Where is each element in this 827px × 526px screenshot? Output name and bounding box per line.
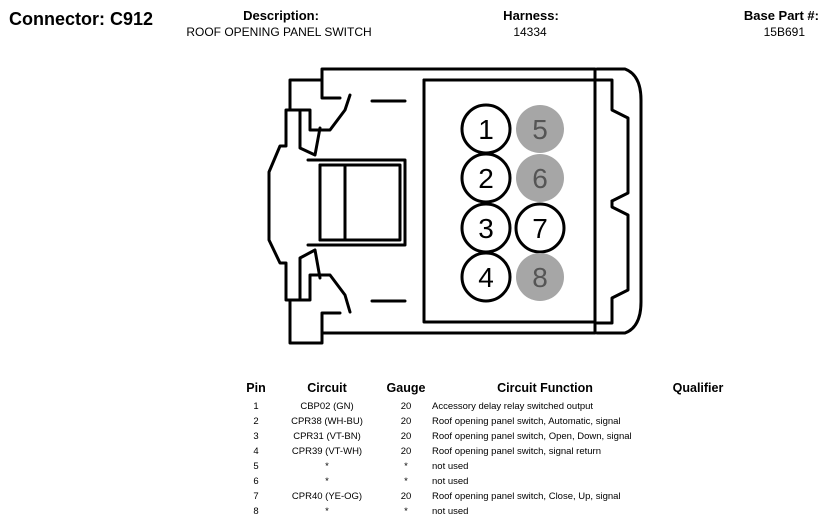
qualifier-cell	[658, 444, 738, 459]
pin-6-label: 6	[532, 163, 548, 194]
qualifier-cell	[658, 399, 738, 414]
circuit-cell: CBP02 (GN)	[300, 401, 354, 412]
pin-7-cavity	[514, 202, 566, 254]
function-cell: Roof opening panel switch, Close, Up, si…	[432, 491, 621, 502]
function-cell: not used	[432, 506, 469, 517]
pin-3-label: 3	[478, 213, 494, 244]
connector-housing	[267, 67, 643, 345]
function-cell: Roof opening panel switch, Open, Down, s…	[432, 431, 632, 442]
function-cell: Roof opening panel switch, signal return	[432, 446, 601, 457]
harness-label: Harness:	[503, 8, 559, 23]
qualifier-cell	[658, 489, 738, 504]
connector-title: Connector: C912	[9, 9, 154, 29]
table-row: 1 CBP02 (GN) 20 Accessory delay relay sw…	[238, 399, 738, 414]
pinout-header-row: Pin Circuit Gauge Circuit Function Quali…	[238, 381, 738, 399]
table-row: 2 CPR38 (WH-BU) 20 Roof opening panel sw…	[238, 414, 738, 429]
pin-1: 1	[460, 103, 512, 155]
pin-1-label: 1	[478, 114, 494, 145]
description-label: Description:	[243, 8, 319, 23]
circuit-cell: CPR31 (VT-BN)	[293, 431, 361, 442]
pin-cell: 2	[253, 416, 259, 427]
gauge-cell: *	[404, 476, 408, 487]
qualifier-cell	[658, 429, 738, 444]
gauge-cell: 20	[400, 416, 412, 427]
table-row: 4 CPR39 (VT-WH) 20 Roof opening panel sw…	[238, 444, 738, 459]
qualifier-cell	[658, 504, 738, 519]
pinout-table: Pin Circuit Gauge Circuit Function Quali…	[238, 381, 738, 519]
pin-6: 6	[516, 154, 564, 202]
table-row: 6 * * not used	[238, 474, 738, 489]
qualifier-cell	[658, 414, 738, 429]
function-cell: Accessory delay relay switched output	[432, 401, 594, 412]
header-gauge: Gauge	[386, 381, 426, 395]
pin-8: 8	[516, 253, 564, 301]
header-circuit-function: Circuit Function	[497, 381, 593, 395]
gauge-cell: *	[404, 461, 408, 472]
pin-5: 5	[516, 105, 564, 153]
qualifier-cell	[658, 459, 738, 474]
pin-8-cavity	[516, 253, 564, 301]
description-value: ROOF OPENING PANEL SWITCH	[186, 25, 372, 39]
pin-5-label: 5	[532, 114, 548, 145]
circuit-cell: *	[325, 461, 329, 472]
pin-cell: 7	[253, 491, 259, 502]
connector-face-diagram: 1 5 2 6 3 7 4 8	[267, 67, 643, 345]
pin-cell: 5	[253, 461, 259, 472]
function-cell: Roof opening panel switch, Automatic, si…	[432, 416, 621, 427]
pin-2: 2	[460, 152, 512, 204]
pin-4-label: 4	[478, 262, 494, 293]
circuit-cell: *	[325, 506, 329, 517]
table-row: 5 * * not used	[238, 459, 738, 474]
circuit-cell: CPR40 (YE-OG)	[291, 491, 363, 502]
base-part-value: 15B691	[763, 25, 805, 39]
circuit-cell: *	[325, 476, 329, 487]
pin-2-cavity	[460, 152, 512, 204]
pin-8-label: 8	[532, 262, 548, 293]
table-row: 7 CPR40 (YE-OG) 20 Roof opening panel sw…	[238, 489, 738, 504]
base-part-label: Base Part #:	[743, 8, 819, 23]
circuit-cell: CPR39 (VT-WH)	[291, 446, 363, 457]
function-cell: not used	[432, 476, 469, 487]
pin-6-cavity	[516, 154, 564, 202]
pin-7-label: 7	[532, 213, 548, 244]
pin-3: 3	[460, 202, 512, 254]
function-cell: not used	[432, 461, 469, 472]
gauge-cell: *	[404, 506, 408, 517]
pin-cell: 8	[253, 506, 259, 517]
gauge-cell: 20	[400, 446, 412, 457]
header-qualifier: Qualifier	[672, 381, 724, 395]
circuit-cell: CPR38 (WH-BU)	[291, 416, 363, 427]
pin-cell: 1	[253, 401, 259, 412]
pin-cavities: 1 5 2 6 3 7 4 8	[460, 103, 566, 303]
pin-4: 4	[460, 251, 512, 303]
gauge-cell: 20	[400, 491, 412, 502]
header-pin: Pin	[246, 381, 266, 395]
pin-cell: 3	[253, 431, 259, 442]
gauge-cell: 20	[400, 401, 412, 412]
table-row: 8 * * not used	[238, 504, 738, 519]
pin-5-cavity	[516, 105, 564, 153]
table-row: 3 CPR31 (VT-BN) 20 Roof opening panel sw…	[238, 429, 738, 444]
pin-7: 7	[514, 202, 566, 254]
gauge-cell: 20	[400, 431, 412, 442]
header-circuit: Circuit	[307, 381, 347, 395]
pin-cell: 6	[253, 476, 259, 487]
pin-2-label: 2	[478, 163, 494, 194]
harness-value: 14334	[513, 25, 547, 39]
pin-4-cavity	[460, 251, 512, 303]
pin-cell: 4	[253, 446, 259, 457]
qualifier-cell	[658, 474, 738, 489]
